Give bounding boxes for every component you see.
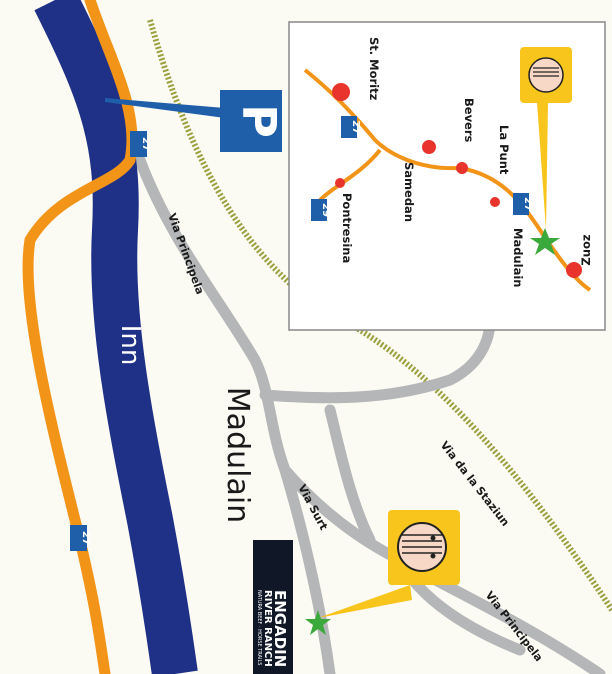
inset-label-zuoz: Zuoz xyxy=(579,234,593,265)
inset-label-pontresina: Pontresina xyxy=(340,193,354,263)
inset-dot-bevers xyxy=(456,162,468,174)
inset-label-la-punt: La Punt xyxy=(497,125,511,175)
main-road xyxy=(22,0,138,674)
road-shield-27-upper: 27 xyxy=(130,131,151,157)
inset-label-bevers: Bevers xyxy=(462,98,476,143)
inset-shield-27b xyxy=(513,193,529,215)
inset-shield-27a xyxy=(341,116,357,138)
engadin-river-ranch-logo: ENGADIN RIVER RANCH NATURA BEEF · HORSE … xyxy=(253,540,293,674)
parking-label: P xyxy=(233,104,287,138)
inset-dot-pontresina xyxy=(335,178,345,188)
river-inn xyxy=(34,0,198,674)
inset-label-st-moritz: St. Moritz xyxy=(367,37,381,101)
inset-dot-la-punt xyxy=(490,197,500,207)
inset-road-29: 29 xyxy=(320,203,331,217)
town-label: Madulain xyxy=(220,387,255,523)
inset-marker-pointer xyxy=(537,102,548,230)
inset-label-madulain: Madulain xyxy=(511,228,525,287)
inset-face-icon xyxy=(528,57,564,93)
logo-line2: RIVER RANCH xyxy=(262,590,273,667)
street-via-da-la-staziun xyxy=(259,314,496,404)
inset-road-27b: 27 xyxy=(522,197,533,211)
inset-shield-29 xyxy=(311,199,327,221)
inset-dot-st-moritz xyxy=(332,83,350,101)
road-number-lower: 27 xyxy=(80,531,91,545)
helmet-icon xyxy=(402,534,442,554)
inset-helmet-icon xyxy=(533,67,559,77)
road-shield-27-lower: 27 xyxy=(70,525,91,551)
street-via-principela-upper xyxy=(134,154,336,674)
inset-dot-samedan xyxy=(422,140,436,154)
inset-star-icon xyxy=(530,228,560,255)
inset-label-samedan: Samedan xyxy=(402,162,416,222)
inset-dot-zuoz xyxy=(566,262,582,278)
ranch-marker xyxy=(305,510,460,635)
logo-line1: ENGADIN xyxy=(271,590,289,667)
inset-route-29 xyxy=(318,148,382,202)
road-number-upper: 27 xyxy=(140,137,151,151)
marker-pointer xyxy=(318,585,412,618)
river-label: Inn xyxy=(115,325,145,366)
ranch-star-icon xyxy=(305,610,331,635)
logo-line3: NATURA BEEF · HORSE TRAILS xyxy=(256,590,262,665)
inset-road-27a: 27 xyxy=(350,120,361,134)
street-connector xyxy=(324,404,376,546)
parking-sign: P xyxy=(105,90,287,152)
railway-line xyxy=(147,19,612,612)
inset-regional-map: 27 27 29 St. Moritz Bevers La Punt Samed… xyxy=(288,21,606,331)
